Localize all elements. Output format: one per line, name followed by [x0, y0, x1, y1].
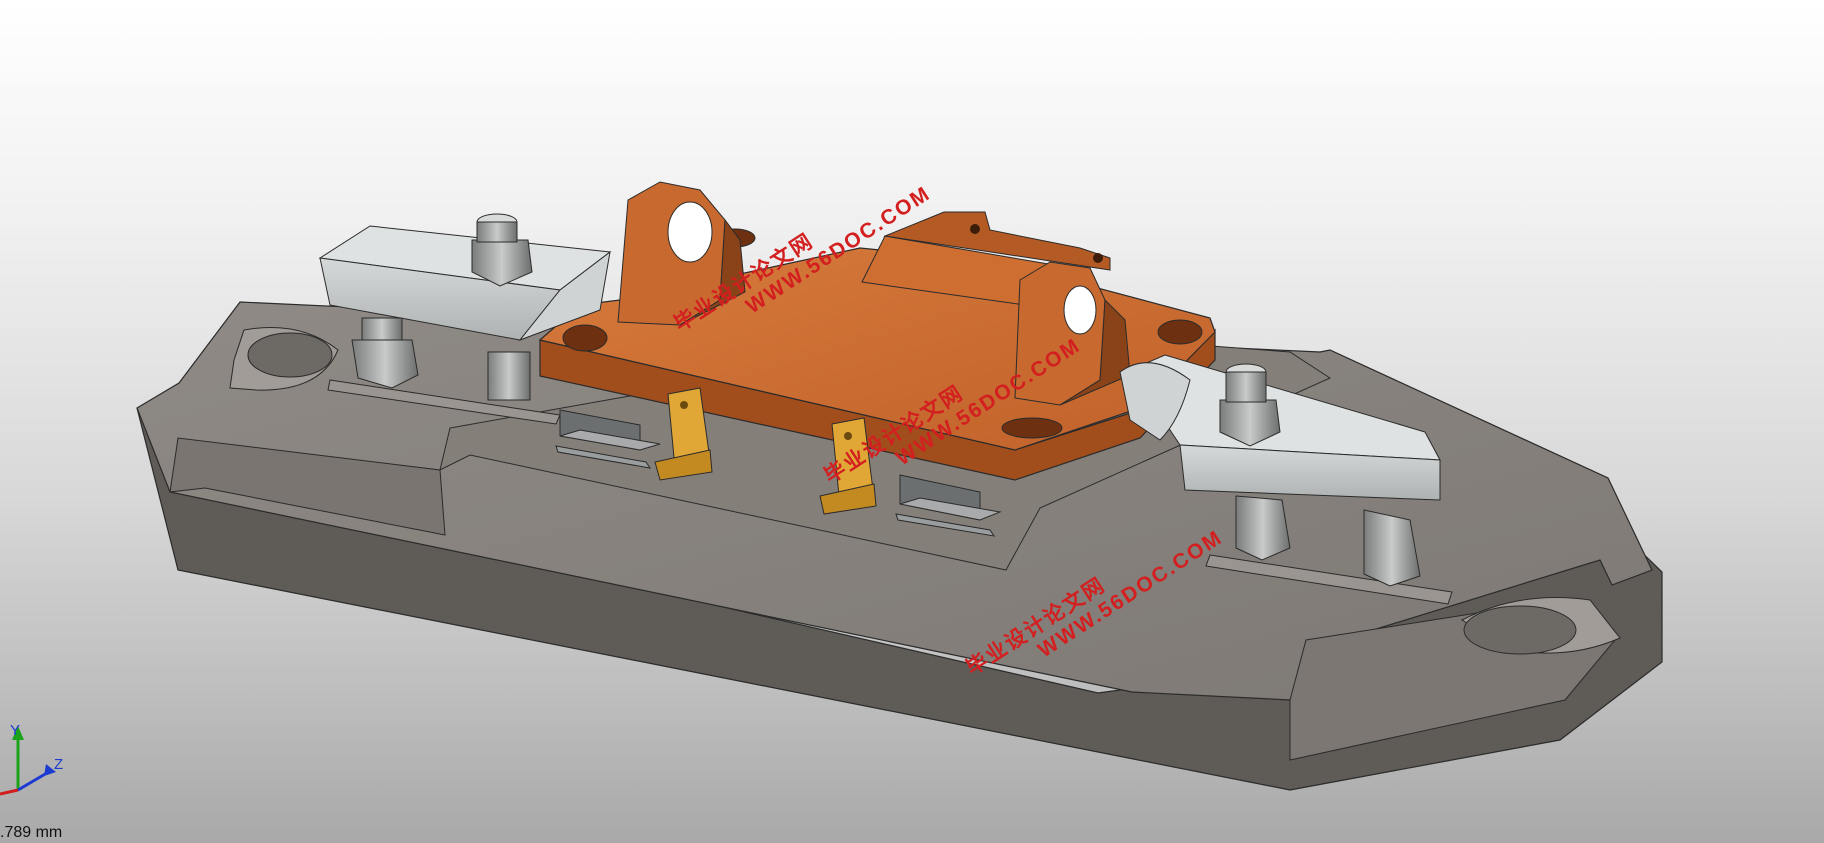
clamp-right[interactable]: [1119, 354, 1441, 587]
locator-left[interactable]: [654, 387, 713, 481]
clamp-left[interactable]: [318, 213, 612, 401]
triad-z-label: Z: [54, 756, 64, 773]
locator-right[interactable]: [819, 417, 877, 515]
coordinate-triad-icon: [0, 726, 56, 796]
support-block-right[interactable]: [895, 474, 1002, 537]
triad-y-label: Y: [10, 722, 21, 739]
support-block-left[interactable]: [555, 409, 661, 469]
scale-readout: .789 mm: [0, 824, 63, 841]
